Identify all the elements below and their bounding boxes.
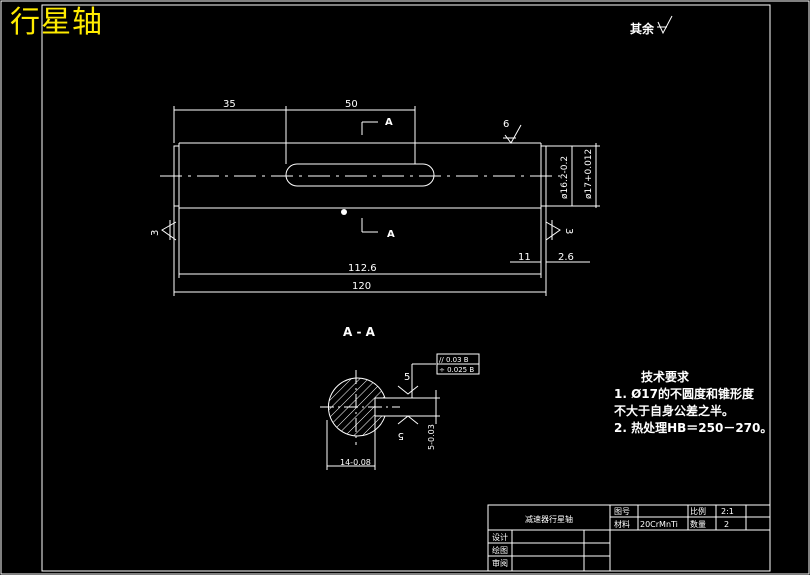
roughness-6: 6	[503, 119, 509, 130]
tolerance-parallel: // 0.03 B	[439, 356, 469, 364]
tech-requirements: 技术要求 1. Ø17的不圆度和锥形度 不大于自身公差之半。 2. 热处理HB＝…	[614, 369, 772, 435]
qty-value: 2	[724, 520, 729, 529]
dim-35: 35	[223, 99, 236, 110]
drawing-title: 行星轴	[10, 5, 103, 40]
roughness-5: 5	[404, 372, 410, 383]
shaft-main-view	[160, 142, 560, 209]
dim-11: 11	[518, 252, 531, 263]
roughness-symbol-rest	[657, 15, 673, 35]
part-name: 减速器行星轴	[525, 514, 573, 524]
roughness-symbol-5	[397, 385, 419, 425]
qty-label: 数量	[690, 519, 706, 529]
dim-50: 50	[345, 99, 358, 110]
review-label: 审阅	[492, 558, 508, 568]
roughness-note: 其余	[630, 21, 655, 36]
material-value: 20CrMnTi	[640, 520, 678, 529]
tech-line-3: 2. 热处理HB＝250－270。	[614, 420, 772, 435]
draw-label: 绘图	[492, 545, 508, 555]
tolerance-frames	[436, 353, 480, 375]
tech-line-1: 1. Ø17的不圆度和锥形度	[614, 386, 755, 401]
tech-line-2: 不大于自身公差之半。	[614, 403, 734, 418]
dim-5: 5-0.03	[427, 424, 436, 450]
roughness-symbol-6	[503, 124, 522, 144]
dimension-lines-bottom	[173, 206, 590, 296]
dim-14: 14-0.08	[340, 458, 371, 467]
dim-dia-17: ø17+0.012	[584, 149, 594, 199]
drawing-no-label: 图号	[614, 507, 630, 516]
roughness-symbol-left	[161, 220, 177, 241]
cross-section	[320, 370, 400, 445]
section-label: A - A	[343, 325, 376, 339]
roughness-3-left: 3	[150, 230, 161, 236]
tolerance-symmetry: ÷ 0.025 B	[439, 366, 474, 374]
dim-2-6: 2.6	[558, 252, 574, 263]
design-label: 设计	[492, 532, 508, 542]
center-mark	[341, 209, 347, 215]
dimension-lines-right	[546, 143, 600, 208]
section-marker-a-top: A	[385, 117, 393, 128]
roughness-3-right: 3	[563, 228, 574, 234]
title-block	[487, 504, 771, 572]
material-label: 材料	[614, 519, 630, 529]
drawing-frame	[41, 4, 771, 572]
roughness-symbol-right	[545, 220, 561, 241]
dimension-lines-top	[173, 106, 416, 164]
dim-dia-16: ø16.2-0.2	[560, 156, 570, 199]
scale-value: 2:1	[721, 507, 734, 516]
roughness-5b: 5	[398, 430, 404, 441]
tech-heading: 技术要求	[641, 369, 690, 384]
section-marker-top	[361, 121, 378, 135]
dim-112-6: 112.6	[348, 263, 377, 274]
dim-120: 120	[352, 281, 371, 292]
section-marker-a-bottom: A	[387, 229, 395, 240]
section-marker-bottom	[361, 218, 378, 233]
section-dimensions	[326, 363, 440, 470]
scale-label: 比例	[690, 506, 706, 516]
